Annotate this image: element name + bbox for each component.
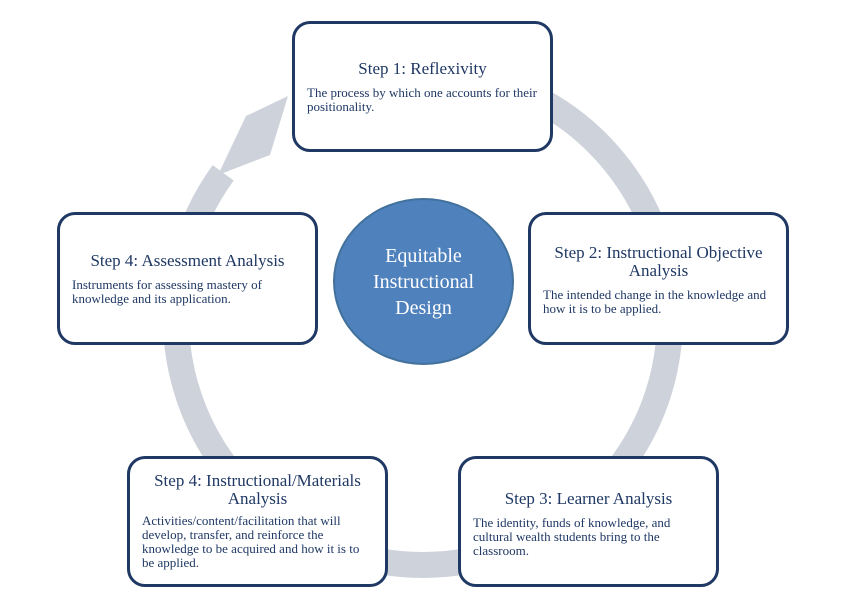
step-4-assessment-title: Step 4: Assessment Analysis [90, 251, 285, 270]
step-1-reflexivity-box: Step 1: Reflexivity The process by which… [292, 21, 553, 152]
step-1-title: Step 1: Reflexivity [358, 59, 487, 78]
step-4-materials-title: Step 4: Instructional/Materials Analysis [154, 471, 361, 508]
step-2-title: Step 2: Instructional Objective Analysis [554, 243, 763, 280]
step-4-materials-analysis-box: Step 4: Instructional/Materials Analysis… [127, 456, 388, 587]
step-4-materials-description: Activities/content/facilitation that wil… [142, 513, 360, 570]
step-3-learner-analysis-box: Step 3: Learner Analysis The identity, f… [458, 456, 719, 587]
cycle-arrowhead [218, 96, 288, 175]
step-3-title: Step 3: Learner Analysis [504, 489, 673, 508]
step-1-description: The process by which one accounts for th… [307, 85, 537, 114]
step-2-description: The intended change in the knowledge and… [543, 287, 767, 316]
center-label: Equitable Instructional Design [372, 244, 475, 319]
step-3-description: The identity, funds of knowledge, and cu… [473, 515, 671, 558]
center-circle: Equitable Instructional Design [333, 198, 514, 365]
step-2-objective-analysis-box: Step 2: Instructional Objective Analysis… [528, 212, 789, 345]
step-4-assessment-description: Instruments for assessing mastery of kno… [72, 277, 262, 306]
step-4-assessment-analysis-box: Step 4: Assessment Analysis Instruments … [57, 212, 318, 345]
